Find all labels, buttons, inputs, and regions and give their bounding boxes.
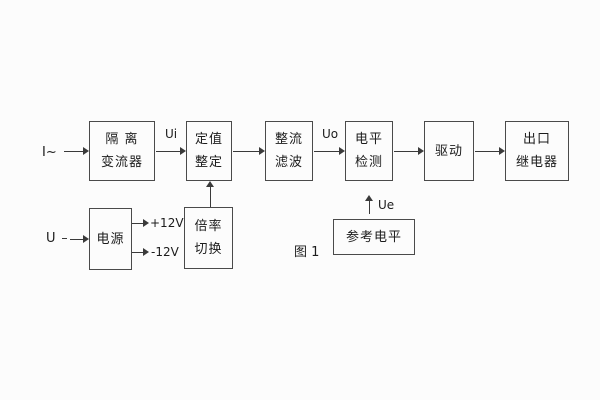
block-setpoint-adjust-line1: 定值: [194, 132, 223, 147]
arrow-head-icon: [180, 147, 186, 155]
block-rectify-filter: 整流 滤波: [265, 121, 313, 181]
figure-caption: 图 1: [294, 245, 320, 260]
label-input-voltage: U: [46, 231, 56, 246]
arrow-shaft: [132, 222, 144, 224]
block-power-supply: 电源: [89, 208, 132, 270]
arrow-shaft: [314, 150, 340, 152]
arrow-level-to-drive: [394, 147, 424, 155]
arrow-isolation-to-setpoint: [156, 147, 186, 155]
block-power-supply-line1: 电源: [96, 231, 125, 247]
block-level-detect-line1: 电平: [354, 132, 383, 147]
label-ui: Ui: [164, 127, 178, 141]
arrow-shaft: [233, 150, 260, 152]
u-line-dash: [62, 238, 67, 239]
arrow-shaft: [132, 251, 144, 253]
label-uo: Uo: [321, 127, 339, 141]
arrow-rectifier-to-level: [314, 147, 345, 155]
block-reference-level: 参考电平: [333, 219, 415, 255]
arrow-head-icon: [365, 195, 373, 201]
arrow-head-icon: [83, 235, 89, 243]
block-output-relay-line2: 继电器: [515, 155, 558, 170]
block-rectify-filter-line2: 滤波: [274, 155, 303, 170]
arrow-head-icon: [143, 248, 149, 256]
arrow-head-icon: [206, 181, 214, 187]
block-drive: 驱动: [424, 121, 474, 181]
arrow-ratio-to-setpoint: [206, 181, 214, 207]
arrow-shaft: [70, 238, 84, 240]
arrow-u-to-power: [70, 235, 89, 243]
arrow-power-minus12v: [132, 248, 149, 256]
block-reference-level-line1: 参考电平: [345, 229, 402, 245]
block-drive-line1: 驱动: [434, 143, 463, 159]
block-output-relay-line1: 出口: [522, 132, 551, 147]
block-rectify-filter-line1: 整流: [274, 132, 303, 147]
arrow-reference-ue: [365, 195, 373, 214]
arrow-head-icon: [83, 147, 89, 155]
label-plus12v: +12V: [150, 216, 184, 230]
block-level-detect: 电平 检测: [345, 121, 393, 181]
block-output-relay: 出口 继电器: [505, 121, 569, 181]
arrow-head-icon: [499, 147, 505, 155]
block-isolation-transformer-line2: 变流器: [100, 155, 143, 170]
arrow-head-icon: [143, 219, 149, 227]
block-setpoint-adjust: 定值 整定: [186, 121, 232, 181]
block-isolation-transformer-line1: 隔 离: [105, 132, 139, 147]
arrow-drive-to-relay: [475, 147, 505, 155]
block-ratio-switch: 倍率 切换: [184, 207, 233, 269]
arrow-shaft: [209, 186, 211, 207]
label-ue: Ue: [378, 198, 395, 212]
arrow-shaft: [156, 150, 181, 152]
arrow-input-to-isolation: [64, 147, 89, 155]
arrow-shaft: [475, 150, 500, 152]
block-setpoint-adjust-line2: 整定: [194, 155, 223, 170]
block-ratio-switch-line1: 倍率: [194, 219, 223, 234]
label-input-current: I~: [42, 145, 57, 160]
block-isolation-transformer: 隔 离 变流器: [89, 121, 155, 181]
label-minus12v: -12V: [151, 245, 179, 259]
block-ratio-switch-line2: 切换: [194, 242, 223, 257]
arrow-power-plus12v: [132, 219, 149, 227]
arrow-shaft: [394, 150, 419, 152]
arrow-head-icon: [339, 147, 345, 155]
arrow-head-icon: [259, 147, 265, 155]
arrow-setpoint-to-rectifier: [233, 147, 265, 155]
block-level-detect-line2: 检测: [354, 155, 383, 170]
arrow-head-icon: [418, 147, 424, 155]
arrow-shaft: [368, 200, 370, 214]
arrow-shaft: [64, 150, 84, 152]
